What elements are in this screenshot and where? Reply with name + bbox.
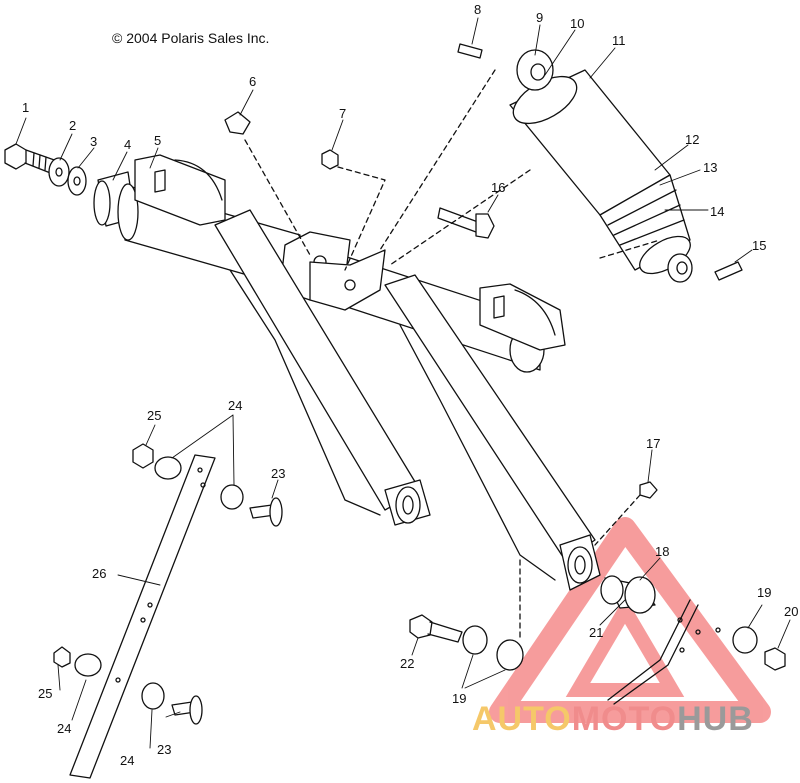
clip-nut-6	[224, 111, 251, 135]
part-number-11: 11	[612, 33, 626, 48]
nut-20	[764, 647, 786, 671]
part-number-24-bottom: 24	[120, 753, 134, 768]
rail-arm-left	[214, 209, 431, 526]
washer-24-c	[74, 653, 102, 677]
part-number-26: 26	[92, 566, 106, 581]
part-number-13: 13	[703, 160, 717, 175]
nut-25-top	[132, 443, 154, 469]
part-number-2: 2	[69, 118, 76, 133]
washer-19-c	[732, 626, 758, 654]
part-number-24-top: 24	[228, 398, 242, 413]
nut-7	[321, 149, 339, 170]
pin-8	[457, 43, 483, 59]
watermark-logo-icon	[489, 517, 771, 723]
part-number-23-top: 23	[271, 466, 285, 481]
part-number-25-top: 25	[147, 408, 161, 423]
washer-24-b	[220, 484, 244, 510]
part-number-25-bottom: 25	[38, 686, 52, 701]
part-number-24-left: 24	[57, 721, 71, 736]
copyright-text: © 2004 Polaris Sales Inc.	[112, 30, 270, 46]
part-number-16: 16	[491, 180, 505, 195]
bushing-18	[600, 575, 656, 614]
bolt-16	[437, 207, 495, 239]
washer-3	[67, 166, 87, 196]
brand-word-auto: AUTO	[472, 700, 572, 738]
washer-2	[48, 157, 70, 187]
part-number-1: 1	[22, 100, 29, 115]
spring-21	[607, 599, 699, 705]
part-number-19-right: 19	[757, 585, 771, 600]
pin-23-top	[249, 497, 283, 527]
washer-24-a	[154, 456, 182, 480]
brand-word-hub: HUB	[677, 700, 754, 738]
washer-24-d	[141, 682, 165, 710]
watermark-brand: AUTOMOTOHUB	[472, 700, 754, 739]
part-number-5: 5	[154, 133, 161, 148]
part-number-4: 4	[124, 137, 131, 152]
washer-19-b	[496, 639, 524, 671]
nut-25-bottom	[53, 646, 71, 668]
part-number-7: 7	[339, 106, 346, 121]
part-number-9: 9	[536, 10, 543, 25]
pin-15	[714, 261, 743, 281]
part-number-17: 17	[646, 436, 660, 451]
part-number-14: 14	[710, 204, 724, 219]
part-number-23-bottom: 23	[157, 742, 171, 757]
part-number-18: 18	[655, 544, 669, 559]
brand-word-moto: MOTO	[571, 700, 678, 738]
part-number-8: 8	[474, 2, 481, 17]
pin-23-bottom	[171, 695, 203, 725]
part-number-3: 3	[90, 134, 97, 149]
bolt-22	[409, 614, 463, 643]
rail-arm-right	[384, 274, 601, 591]
part-number-12: 12	[685, 132, 699, 147]
part-number-22: 22	[400, 656, 414, 671]
part-number-20: 20	[784, 604, 798, 619]
part-number-labels: 1 2 3 4 5 6 7 8 9 10 11 12 13 14 15 16 1…	[22, 2, 798, 768]
fitting-17	[639, 481, 658, 499]
part-number-10: 10	[570, 16, 584, 31]
strap-26	[69, 454, 216, 779]
washer-19-a	[462, 625, 488, 655]
part-number-19-bottom: 19	[452, 691, 466, 706]
part-number-6: 6	[249, 74, 256, 89]
shock-absorber-11	[509, 49, 693, 283]
part-number-21: 21	[589, 625, 603, 640]
part-number-15: 15	[752, 238, 766, 253]
